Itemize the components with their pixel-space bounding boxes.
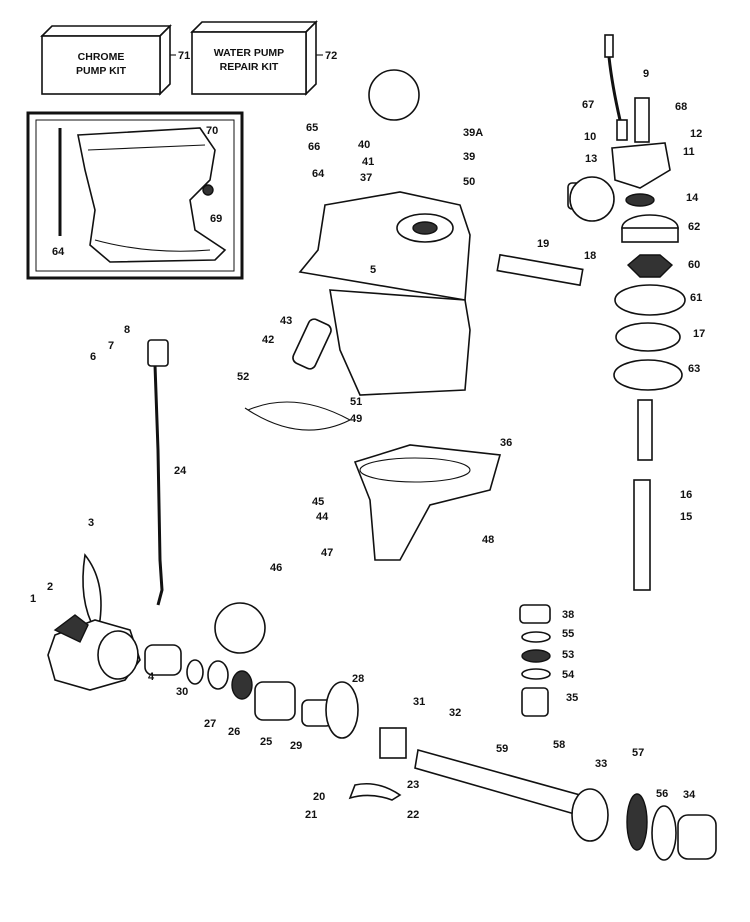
inset-exhaust-housing (26, 111, 244, 280)
callout-55: 55 (562, 628, 574, 640)
callout-5: 5 (370, 264, 376, 276)
callout-61: 61 (690, 292, 702, 304)
callout-4: 4 (148, 671, 155, 683)
callout-35: 35 (566, 692, 578, 704)
kit-box-chrome-pump: CHROME PUMP KIT 71 (40, 24, 190, 96)
callout-25: 25 (260, 736, 272, 748)
midsection-housing (298, 191, 502, 561)
kit-box-water-pump-repair: WATER PUMP REPAIR KIT 72 (190, 20, 337, 96)
callout-39: 39 (463, 151, 475, 163)
callout-46: 46 (270, 562, 282, 574)
callout-13: 13 (585, 153, 597, 165)
callout-42: 42 (262, 334, 274, 346)
callout-66: 66 (308, 141, 320, 153)
callout-37: 37 (360, 172, 372, 184)
callout-29: 29 (290, 740, 302, 752)
callout-22: 22 (407, 809, 419, 821)
callout-2: 2 (47, 581, 53, 593)
callout-36: 36 (500, 437, 512, 449)
shift-rod-and-fasteners (147, 253, 584, 801)
callout-71: 71 (178, 50, 190, 62)
callout-18: 18 (584, 250, 596, 262)
callout-41: 41 (362, 156, 374, 168)
callout-50: 50 (463, 176, 475, 188)
callout-59: 59 (496, 743, 508, 755)
callout-6: 6 (90, 351, 96, 363)
callout-67: 67 (582, 99, 594, 111)
callout-49: 49 (350, 413, 362, 425)
callout-56: 56 (656, 788, 668, 800)
callout-14: 14 (686, 192, 699, 204)
callout-15: 15 (680, 511, 692, 523)
callout-70: 70 (206, 125, 218, 137)
callout-53: 53 (562, 649, 574, 661)
callout-72: 72 (325, 50, 337, 62)
callout-58: 58 (553, 739, 565, 751)
propeller-and-gears (47, 553, 717, 861)
callout-63: 63 (688, 363, 700, 375)
callout-64: 64 (52, 246, 65, 258)
callout-10: 10 (584, 131, 596, 143)
callout-62: 62 (688, 221, 700, 233)
callout-34: 34 (683, 789, 696, 801)
callout-1: 1 (30, 593, 36, 605)
callout-52: 52 (237, 371, 249, 383)
callout-23: 23 (407, 779, 419, 791)
callout-40: 40 (358, 139, 370, 151)
callout-24: 24 (174, 465, 187, 477)
callout-39A: 39A (463, 127, 483, 139)
callout-16: 16 (680, 489, 692, 501)
callout-65: 65 (306, 122, 318, 134)
callout-54: 54 (562, 669, 575, 681)
kit-label-line1: WATER PUMP (214, 47, 284, 59)
callout-30: 30 (176, 686, 188, 698)
callout-33: 33 (595, 758, 607, 770)
kit-label-line1: CHROME (78, 51, 125, 63)
callout-60: 60 (688, 259, 700, 271)
callout-9: 9 (643, 68, 649, 80)
seal-detail-circles (214, 69, 615, 654)
callout-44: 44 (316, 511, 329, 523)
callout-8: 8 (124, 324, 130, 336)
callout-11: 11 (683, 146, 695, 158)
callout-51: 51 (350, 396, 362, 408)
callout-3: 3 (88, 517, 94, 529)
callout-20: 20 (313, 791, 325, 803)
callout-45: 45 (312, 496, 324, 508)
callout-57: 57 (632, 747, 644, 759)
callout-28: 28 (352, 673, 364, 685)
callout-26: 26 (228, 726, 240, 738)
callout-21: 21 (305, 809, 317, 821)
callout-7: 7 (108, 340, 114, 352)
callout-27: 27 (204, 718, 216, 730)
callout-12: 12 (690, 128, 702, 140)
callout-64: 64 (312, 168, 325, 180)
callout-38: 38 (562, 609, 574, 621)
water-pump-assembly (567, 34, 686, 591)
kit-label-line2: PUMP KIT (76, 65, 127, 77)
callout-32: 32 (449, 707, 461, 719)
callout-17: 17 (693, 328, 705, 340)
callout-19: 19 (537, 238, 549, 250)
kit-label-line2: REPAIR KIT (220, 61, 279, 73)
callout-47: 47 (321, 547, 333, 559)
callout-69: 69 (210, 213, 222, 225)
callout-43: 43 (280, 315, 292, 327)
callout-68: 68 (675, 101, 687, 113)
callout-48: 48 (482, 534, 494, 546)
callout-31: 31 (413, 696, 425, 708)
